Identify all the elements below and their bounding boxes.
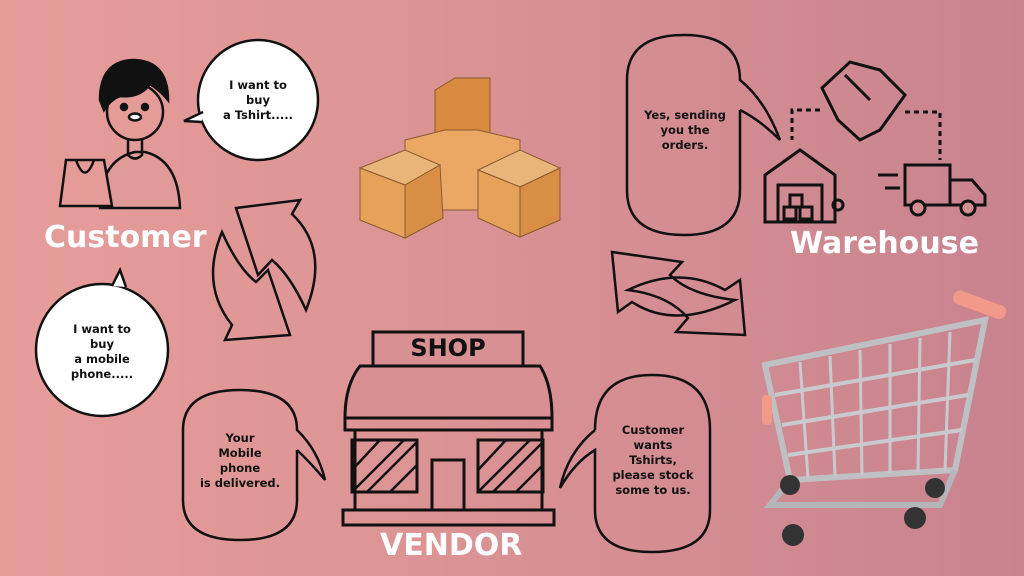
- speech-bubble-tshirt: [183, 38, 320, 162]
- warehouse-building-icon: [763, 148, 837, 224]
- text-line: phone.....: [70, 367, 134, 381]
- warehouse-label: Warehouse: [790, 226, 979, 261]
- text-line: a mobile: [74, 352, 130, 366]
- shop-icon: [341, 330, 556, 527]
- bubble-delivered-text: Your Mobile phone is delivered.: [185, 431, 295, 491]
- speech-bubble-warehouse: [625, 33, 782, 237]
- text-line: some to us.: [615, 483, 691, 497]
- truck-icon: [878, 163, 987, 207]
- warehouse-icons: [763, 60, 987, 224]
- text-line: please stock: [612, 468, 694, 482]
- cycle-arrows-icon-right: [610, 250, 747, 337]
- text-line: you the: [660, 123, 710, 137]
- text-line: Mobile: [218, 446, 262, 460]
- cycle-arrows-icon: [211, 198, 317, 342]
- bubble-warehouse-text: Yes, sending you the orders.: [630, 108, 740, 153]
- text-line: Customer: [621, 423, 685, 437]
- text-line: a Tshirt.....: [222, 108, 294, 122]
- shopping-cart-icon: [761, 290, 1007, 546]
- text-line: phone: [219, 461, 261, 475]
- text-line: wants: [633, 438, 673, 452]
- bubble-tshirt-text: I want to buy a Tshirt.....: [208, 78, 308, 123]
- text-line: I want to: [73, 322, 131, 336]
- text-line: buy: [246, 93, 270, 107]
- vendor-label: VENDOR: [380, 528, 523, 563]
- handshake-icon: [820, 60, 907, 142]
- text-line: Tshirts,: [629, 453, 677, 467]
- customer-label: Customer: [44, 220, 207, 255]
- speech-bubble-delivered: [181, 388, 327, 542]
- speech-bubble-stock: [558, 373, 712, 554]
- text-line: is delivered.: [199, 476, 281, 490]
- shop-sign: SHOP: [410, 334, 486, 362]
- text-line: I want to: [229, 78, 287, 92]
- text-line: Yes, sending: [644, 108, 726, 122]
- text-line: Your: [225, 431, 255, 445]
- customer-figure-icon: [58, 58, 182, 210]
- text-line: orders.: [661, 138, 709, 152]
- text-line: buy: [90, 337, 114, 351]
- speech-bubble-phone: [34, 266, 170, 418]
- bubble-phone-text: I want to buy a mobile phone.....: [52, 322, 152, 382]
- boxes-icon: [358, 77, 562, 239]
- bubble-stock-text: Customer wants Tshirts, please stock som…: [597, 423, 709, 498]
